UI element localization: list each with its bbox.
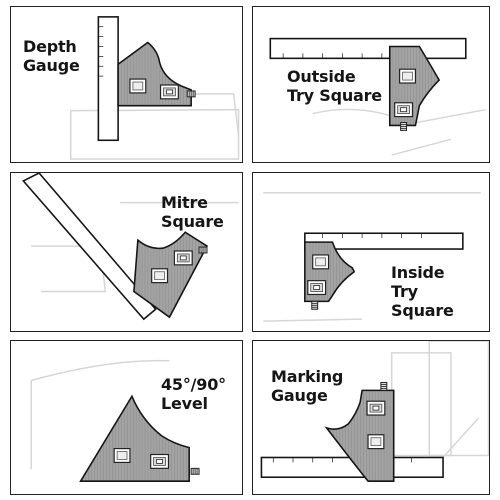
label-line: 45°/90° <box>161 375 226 394</box>
panel-inside-try-square-label: Inside Try Square <box>391 263 454 320</box>
label-line: Outside <box>287 67 356 86</box>
marking-gauge-illustration <box>260 341 489 482</box>
label-line: Try <box>391 282 418 301</box>
panel-inside-try-square: Inside Try Square <box>252 172 490 332</box>
inside-try-square-illustration <box>263 192 481 322</box>
workpiece-outline <box>69 108 240 160</box>
depth-gauge-illustration <box>69 16 240 160</box>
label-line: Marking <box>271 367 344 386</box>
label-line: Inside <box>391 263 445 282</box>
panel-mitre-square-label: Mitre Square <box>161 193 224 231</box>
label-line: Level <box>161 394 208 413</box>
panel-outside-try-square: Outside Try Square <box>252 6 490 163</box>
panel-mitre-square: Mitre Square <box>10 172 243 332</box>
mitre-square-illustration <box>22 173 239 321</box>
label-line: Mitre <box>161 193 208 212</box>
label-line: Square <box>391 301 454 320</box>
panel-outside-try-square-label: Outside Try Square <box>287 67 382 105</box>
workpiece-outline <box>31 359 170 382</box>
combination-square-icon <box>117 41 192 107</box>
level-illustration <box>30 359 200 482</box>
panel-marking-gauge-label: Marking Gauge <box>271 367 343 405</box>
label-line: Gauge <box>271 386 328 405</box>
label-line: Try Square <box>287 86 382 105</box>
label-line: Gauge <box>23 56 80 75</box>
label-line: Depth <box>23 37 77 56</box>
panel-level-label: 45°/90° Level <box>161 375 226 413</box>
steel-rule-icon <box>22 173 157 321</box>
steel-rule-icon <box>97 16 119 142</box>
panel-depth-gauge-label: Depth Gauge <box>23 37 80 75</box>
steel-rule-icon <box>304 232 464 250</box>
label-line: Square <box>161 212 224 231</box>
panel-marking-gauge: Marking Gauge <box>252 340 490 495</box>
workpiece-outline <box>390 352 452 457</box>
panel-depth-gauge: Depth Gauge <box>10 6 243 163</box>
steel-rule-icon <box>269 37 467 60</box>
outside-try-square-illustration <box>269 37 486 156</box>
panel-level: 45°/90° Level <box>10 340 243 495</box>
